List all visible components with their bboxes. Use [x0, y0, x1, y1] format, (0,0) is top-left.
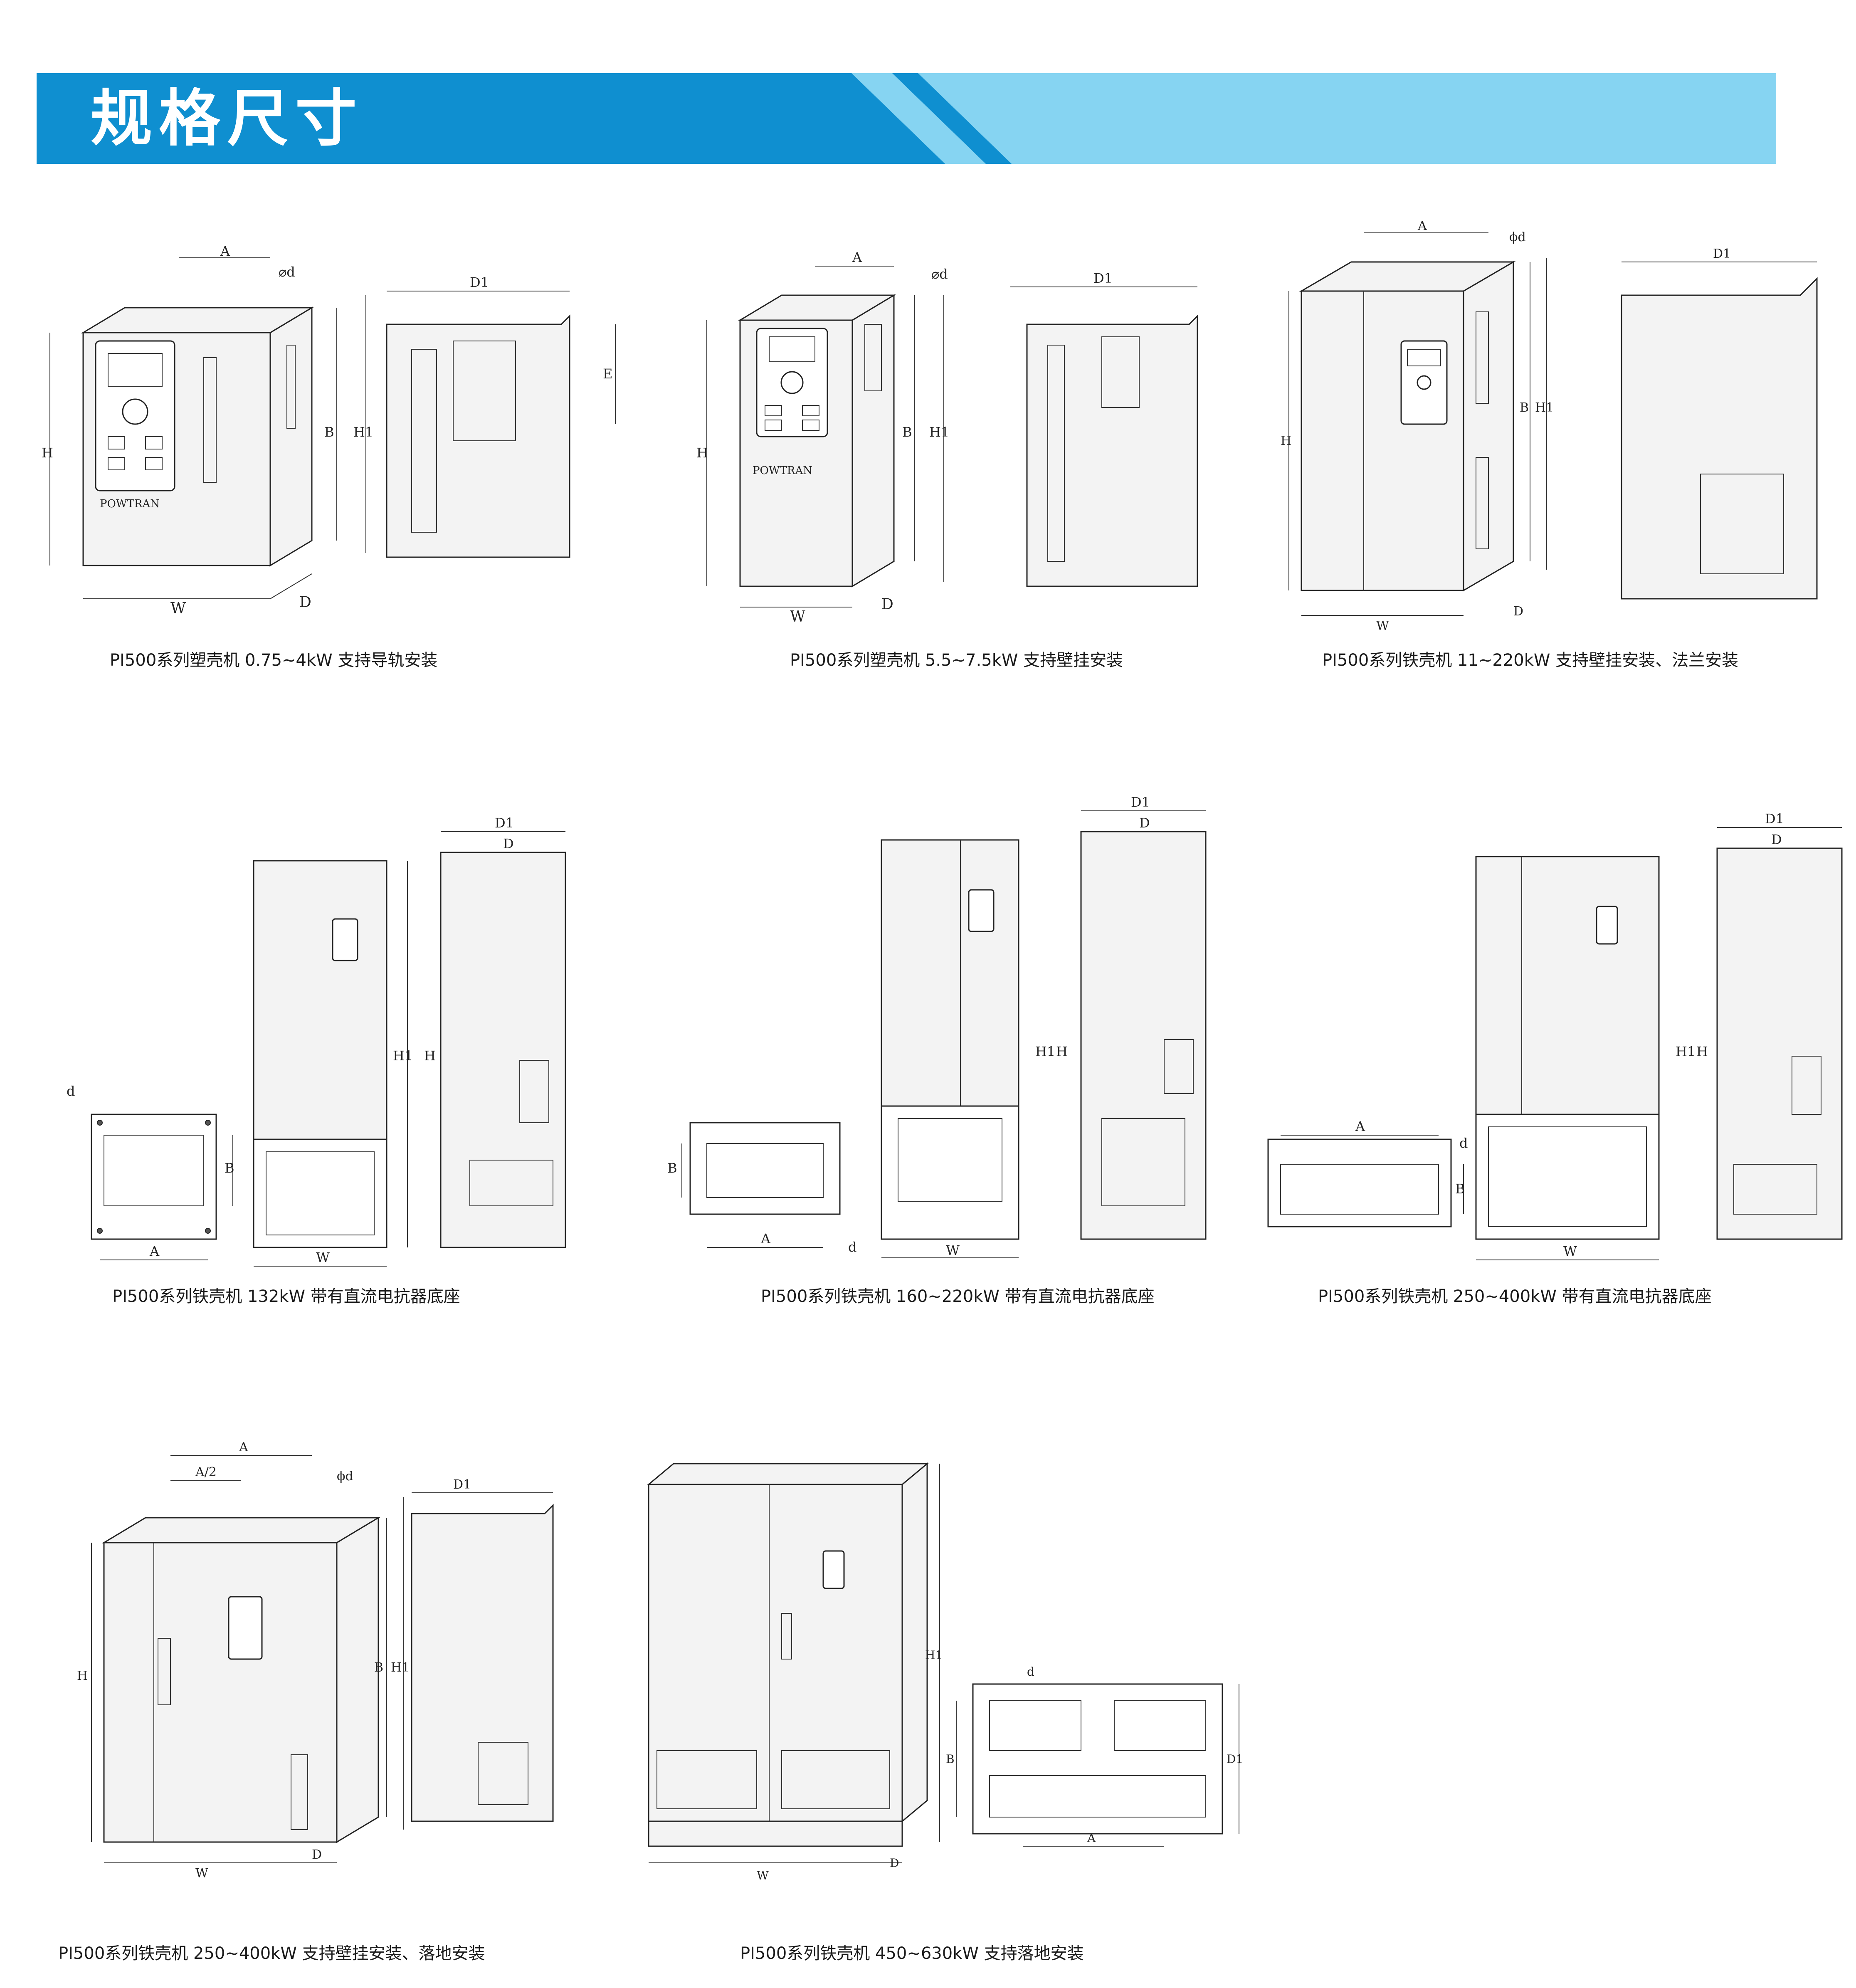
figure-1: POWTRAN A ⌀d H B H1 W D D1 E PI500系列塑壳机 … [37, 241, 619, 674]
dim-w: W [195, 1866, 208, 1881]
front-dim-h1: H1 [1676, 1044, 1696, 1059]
banner-background [37, 73, 1776, 164]
base-dim-b: B [667, 1160, 677, 1176]
base-dim-a: A [1087, 1831, 1096, 1845]
base-dim-a: A [1355, 1119, 1365, 1134]
base-dim-d: d [848, 1239, 856, 1255]
side-dim-d: D [1771, 832, 1782, 847]
figure-8-drawing: H1 W D d B D1 A [647, 1462, 1243, 1882]
dim-a: A [220, 243, 230, 259]
figure-2: POWTRAN A ⌀d H B H1 W D D1 PI500系列塑壳机 5.… [690, 241, 1231, 674]
brand-logo: POWTRAN [753, 464, 812, 477]
base-dim-b: B [225, 1160, 234, 1176]
figure-4-drawing: d B A W H1 H D1 D [67, 815, 566, 1267]
dim-h1: H1 [925, 1648, 943, 1662]
dim-b: B [1520, 400, 1529, 415]
figure-3-caption: PI500系列铁壳机 11~220kW 支持壁挂安装、法兰安装 [1322, 651, 1739, 670]
side-dim-d1: D1 [1765, 811, 1784, 827]
base-dim-d: d [1459, 1135, 1468, 1151]
dim-b: B [374, 1660, 383, 1675]
section-banner: 规格尺寸 [37, 73, 1776, 164]
dim-phi-d: ⌀d [279, 264, 295, 280]
figure-4-caption: PI500系列铁壳机 132kW 带有直流电抗器底座 [112, 1287, 460, 1306]
side-dim-d1: D1 [495, 815, 514, 831]
dim-d: D [312, 1847, 322, 1862]
figure-7: A A/2 ϕd H B H1 W D D1 PI500系列铁壳机 250~40… [54, 1430, 607, 1979]
base-dim-b: B [1455, 1181, 1465, 1197]
side-dim-d: D [503, 836, 514, 852]
dim-w: W [1376, 619, 1389, 633]
dim-h: H [1281, 434, 1291, 448]
front-dim-h: H [424, 1048, 436, 1064]
front-dim-h1: H1 [393, 1048, 413, 1064]
dim-h: H [42, 445, 53, 461]
figure-2-drawing: POWTRAN A ⌀d H B H1 W D D1 [696, 249, 1198, 625]
dim-d1: D1 [1713, 247, 1731, 261]
figure-5-caption: PI500系列铁壳机 160~220kW 带有直流电抗器底座 [761, 1287, 1155, 1306]
figure-2-caption: PI500系列塑壳机 5.5~7.5kW 支持壁挂安装 [790, 651, 1123, 670]
front-dim-w: W [1563, 1243, 1577, 1259]
dim-w: W [790, 608, 805, 625]
front-dim-w: W [316, 1250, 330, 1265]
dim-a: A [852, 249, 862, 265]
base-dim-b: B [946, 1752, 955, 1766]
side-dim-d1: D1 [453, 1477, 471, 1492]
dim-w: W [757, 1869, 769, 1882]
dim-a: A [1417, 219, 1427, 233]
front-dim-h: H [1056, 1044, 1068, 1059]
dim-w: W [170, 600, 186, 617]
figure-3: A ϕd H B H1 W D D1 PI500系列铁壳机 11~220kW 支… [1281, 216, 1838, 674]
figure-5: B A d W H1 H D1 D PI500系列铁壳机 160~220kW 带… [665, 790, 1239, 1318]
figure-1-drawing: POWTRAN A ⌀d H B H1 W D D1 E [42, 243, 616, 617]
figure-8: H1 W D d B D1 A PI500系列铁壳机 450~630kW 支持落… [640, 1426, 1272, 1979]
dim-h: H [696, 445, 708, 461]
dim-a: A [239, 1440, 248, 1455]
side-dim-d1: D1 [1131, 794, 1150, 810]
dim-b: B [902, 424, 912, 440]
section-title: 规格尺寸 [91, 83, 363, 154]
dim-d: D [299, 594, 311, 611]
brand-logo: POWTRAN [100, 498, 160, 510]
figure-7-caption: PI500系列铁壳机 250~400kW 支持壁挂安装、落地安装 [58, 1944, 485, 1963]
figure-6-drawing: A d B W H1 H D1 D [1267, 811, 1843, 1260]
dim-d: D [1513, 604, 1523, 619]
figure-8-caption: PI500系列铁壳机 450~630kW 支持落地安装 [740, 1944, 1084, 1963]
dim-phi-d: ϕd [337, 1469, 353, 1484]
figure-3-drawing: A ϕd H B H1 W D D1 [1281, 219, 1818, 633]
front-dim-h: H [1696, 1044, 1708, 1059]
dim-d: D [890, 1856, 899, 1870]
dim-e: E [603, 366, 612, 382]
dim-h1: H1 [391, 1660, 410, 1675]
side-dim-d: D [1139, 815, 1150, 831]
base-dim-a: A [760, 1231, 771, 1247]
base-dim-d: d [1027, 1665, 1034, 1679]
dim-b: B [324, 424, 334, 440]
base-dim-a: A [149, 1243, 160, 1259]
dim-a-half: A/2 [195, 1465, 217, 1479]
front-dim-h1: H1 [1035, 1044, 1055, 1059]
figure-5-drawing: B A d W H1 H D1 D [667, 794, 1207, 1258]
dim-h1: H1 [929, 424, 949, 440]
dim-h1: H1 [1535, 400, 1554, 415]
dim-d1: D1 [1093, 270, 1113, 286]
front-dim-w: W [946, 1242, 960, 1258]
base-dim-d1: D1 [1227, 1752, 1243, 1766]
dim-h: H [77, 1669, 88, 1683]
dim-d: D [881, 596, 893, 613]
dim-h1: H1 [353, 424, 373, 440]
dim-phi-d: ⌀d [931, 266, 948, 282]
figure-1-caption: PI500系列塑壳机 0.75~4kW 支持导轨安装 [110, 651, 438, 670]
figure-6-caption: PI500系列铁壳机 250~400kW 带有直流电抗器底座 [1318, 1287, 1712, 1306]
figure-7-drawing: A A/2 ϕd H B H1 W D D1 [77, 1440, 554, 1881]
dim-phi-d: ϕd [1509, 230, 1526, 244]
figure-4: d B A W H1 H D1 D PI500系列铁壳机 132kW 带有直流电… [58, 803, 607, 1318]
figure-6: A d B W H1 H D1 D PI500系列铁壳机 250~400kW 带… [1256, 798, 1846, 1318]
base-dim-d: d [67, 1083, 75, 1099]
dim-d1: D1 [470, 274, 489, 290]
